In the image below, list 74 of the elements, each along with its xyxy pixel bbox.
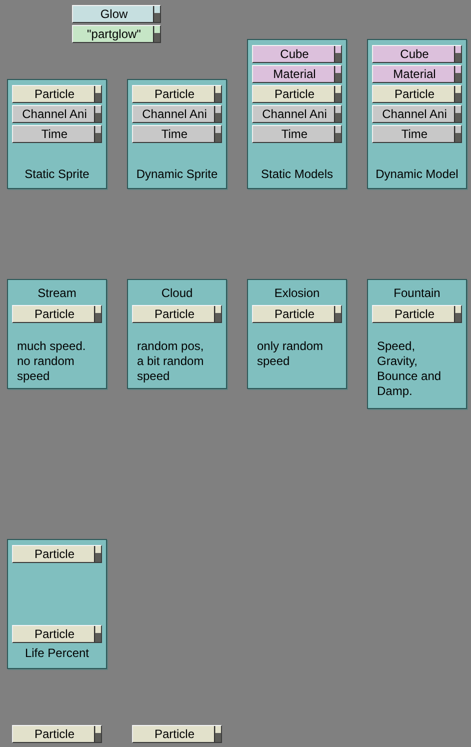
node-panel bbox=[7, 79, 107, 189]
block-label: Particle bbox=[154, 307, 194, 321]
panel-title: Stream bbox=[38, 286, 76, 301]
block-label: Time bbox=[281, 127, 308, 141]
panel-title: Life Percent bbox=[24, 646, 90, 661]
node-block bbox=[372, 45, 462, 63]
panel-title: Static Sprite bbox=[24, 167, 90, 182]
node-block bbox=[12, 545, 102, 563]
panel-description: random pos, a bit random speed bbox=[137, 339, 205, 384]
block-label: Particle bbox=[274, 87, 314, 101]
panel-title: Cloud bbox=[161, 286, 193, 301]
node-block bbox=[252, 65, 342, 83]
node-block bbox=[12, 125, 102, 143]
block-label: Particle bbox=[274, 307, 314, 321]
node-block bbox=[372, 85, 462, 103]
block-label: Material bbox=[273, 67, 316, 81]
node-panel bbox=[127, 79, 227, 189]
panel-title: Exlosion bbox=[274, 286, 320, 301]
block-label: Time bbox=[161, 127, 188, 141]
block-label: Particle bbox=[154, 87, 194, 101]
node-panel bbox=[127, 279, 227, 389]
node-block bbox=[372, 105, 462, 123]
block-label: Cube bbox=[400, 47, 429, 61]
panel-title: Static Models bbox=[260, 167, 334, 182]
panel-title: Dynamic Model bbox=[376, 167, 458, 182]
node-block bbox=[12, 105, 102, 123]
panel-title: Dynamic Sprite bbox=[136, 167, 218, 182]
block-label: Time bbox=[401, 127, 428, 141]
node-block bbox=[252, 105, 342, 123]
block-label: Particle bbox=[34, 727, 74, 741]
block-label: Cube bbox=[280, 47, 309, 61]
block-label: Material bbox=[393, 67, 436, 81]
node-block bbox=[252, 45, 342, 63]
block-label: Particle bbox=[394, 307, 434, 321]
block-label: Channel Ani bbox=[262, 107, 327, 121]
block-label: Particle bbox=[34, 87, 74, 101]
node-panel bbox=[367, 39, 467, 189]
node-block bbox=[12, 305, 102, 323]
node-panel bbox=[7, 279, 107, 389]
node-block bbox=[372, 125, 462, 143]
node-block bbox=[12, 725, 102, 743]
block-label: Channel Ani bbox=[382, 107, 447, 121]
panel-title: Fountain bbox=[394, 286, 440, 301]
node-panel bbox=[247, 39, 347, 189]
node-block bbox=[132, 305, 222, 323]
panel-description: only random speed bbox=[257, 339, 324, 369]
node-block bbox=[252, 125, 342, 143]
block-label: Time bbox=[41, 127, 68, 141]
node-block bbox=[72, 25, 161, 43]
node-block bbox=[12, 85, 102, 103]
node-block bbox=[72, 5, 161, 23]
node-block bbox=[132, 105, 222, 123]
block-label: Particle bbox=[34, 307, 74, 321]
block-label: Particle bbox=[34, 627, 74, 641]
block-label: Channel Ani bbox=[142, 107, 207, 121]
block-label: "partglow" bbox=[87, 27, 141, 41]
node-block bbox=[132, 125, 222, 143]
node-block bbox=[372, 305, 462, 323]
node-block bbox=[252, 85, 342, 103]
block-label: Glow bbox=[100, 7, 128, 21]
block-label: Channel Ani bbox=[22, 107, 87, 121]
node-block bbox=[12, 625, 102, 643]
node-block bbox=[132, 725, 222, 743]
node-panel bbox=[7, 539, 107, 669]
block-label: Particle bbox=[394, 87, 434, 101]
node-panel bbox=[247, 279, 347, 389]
block-label: Particle bbox=[154, 727, 194, 741]
panel-description: Speed, Gravity, Bounce and Damp. bbox=[377, 339, 442, 399]
node-block bbox=[132, 85, 222, 103]
node-panel bbox=[367, 279, 467, 409]
node-block bbox=[252, 305, 342, 323]
node-block bbox=[372, 65, 462, 83]
block-label: Particle bbox=[34, 547, 74, 561]
panel-description: much speed. no random speed bbox=[17, 339, 87, 384]
